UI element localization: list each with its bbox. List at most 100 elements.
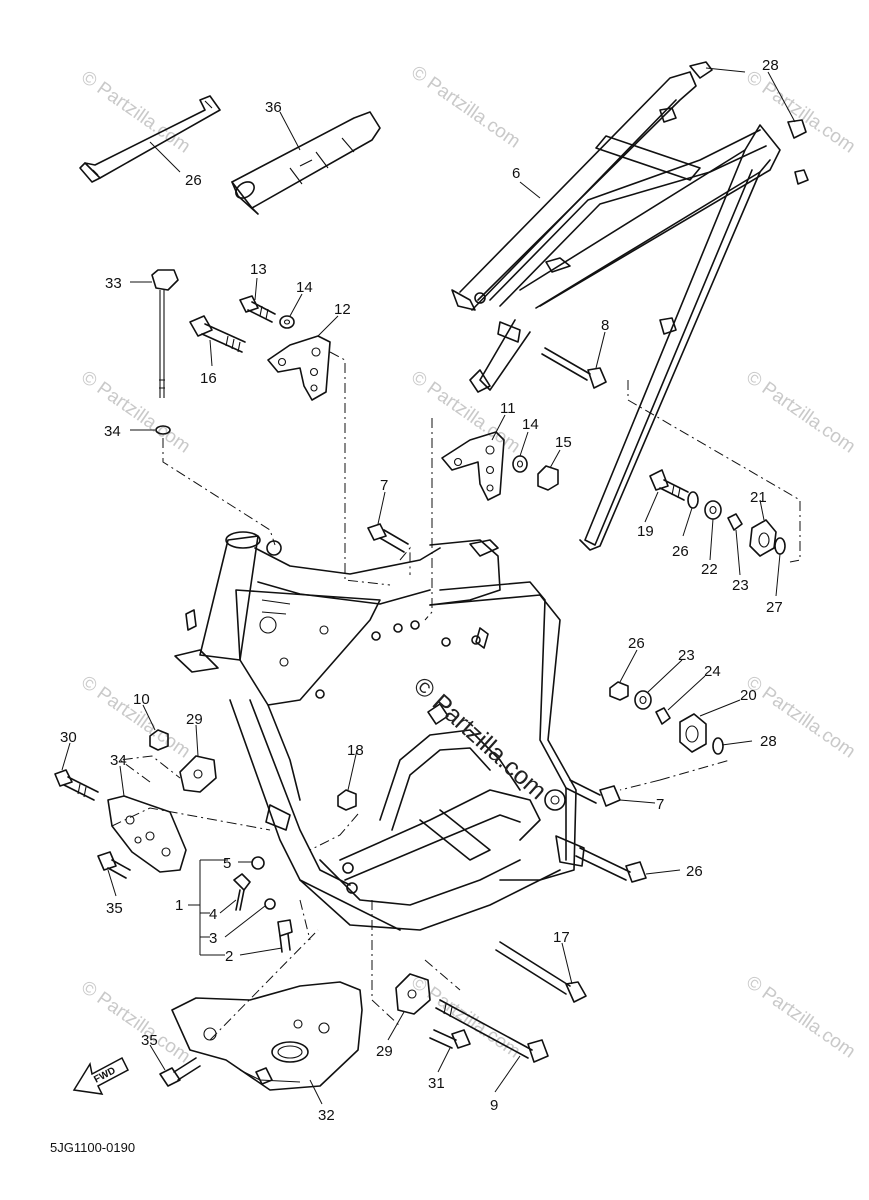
callout-35: 26 <box>185 172 202 189</box>
callout-26: 26 <box>672 543 689 560</box>
part-21-damper <box>749 519 777 557</box>
part-12-engine-bracket <box>267 335 331 401</box>
callout-27: 28 <box>762 57 779 74</box>
callout-3: 3 <box>209 930 217 947</box>
part-5-washer <box>251 856 265 870</box>
callout-29: 31 <box>428 1075 445 1092</box>
callout-18: 18 <box>347 742 364 759</box>
callout-1: 1 <box>175 897 183 914</box>
part-14-washer-a <box>279 315 295 329</box>
part-35-wrench <box>79 95 221 183</box>
part-19-bolt <box>649 469 689 501</box>
fwd-arrow-icon: FWD <box>72 1056 129 1095</box>
part-1-main-frame <box>174 531 585 931</box>
part-36-socket-tool <box>231 111 381 215</box>
part-26-washer-b <box>774 537 786 555</box>
part-10-nut <box>149 729 169 751</box>
part-20-damper <box>679 713 707 753</box>
callout-9: 9 <box>490 1097 498 1114</box>
part-13-bolt <box>239 295 276 323</box>
watermark: © Partzilla.com <box>77 977 194 1068</box>
callout-32: 34 <box>104 423 121 440</box>
part-31-dipstick <box>151 269 179 398</box>
part-4-bolt <box>233 873 251 911</box>
callout-2: 2 <box>225 948 233 965</box>
callout-24: 26 <box>686 863 703 880</box>
callout-12: 12 <box>334 301 351 318</box>
part-15-nut <box>537 465 559 491</box>
callout-34: 35 <box>141 1032 158 1049</box>
callout-7: 7 <box>380 477 388 494</box>
callout-21: 21 <box>750 489 767 506</box>
callout-19: 19 <box>637 523 654 540</box>
watermark: © Partzilla.com <box>407 972 524 1063</box>
part-6-subframe <box>451 61 809 551</box>
callout-15: 15 <box>555 434 572 451</box>
callout-31: 33 <box>105 275 122 292</box>
callout-23: 24 <box>704 663 721 680</box>
part-26-washer-c <box>712 737 724 755</box>
callout-36: 36 <box>265 99 282 116</box>
part-2-bolt <box>277 919 293 953</box>
part-22-collar-b <box>634 690 652 710</box>
diagram-code: 5JG1100-0190 <box>50 1140 135 1155</box>
part-17-bolt <box>495 941 587 1003</box>
part-27-cap-a <box>689 61 713 79</box>
part-23-collar-b <box>655 707 671 725</box>
part-14-washer-b <box>512 455 528 473</box>
watermark: © Partzilla.com <box>407 62 524 153</box>
part-28-bracket-b <box>395 973 431 1015</box>
callout-14: 14 <box>522 416 539 433</box>
callout-33: 34 <box>110 752 127 769</box>
part-23-collar-a <box>727 513 743 531</box>
callout-17: 17 <box>553 929 570 946</box>
part-7-bolt-a <box>367 523 409 553</box>
part-9-bolt <box>435 999 549 1063</box>
watermark: © Partzilla.com <box>77 672 194 763</box>
watermark: © Partzilla.com <box>742 67 859 158</box>
part-25-nut <box>609 681 629 701</box>
callout-28: 29 <box>186 711 203 728</box>
callout-5: 5 <box>223 855 231 872</box>
part-18-nut <box>337 789 357 811</box>
callout-34: 35 <box>106 900 123 917</box>
callout-10: 10 <box>133 691 150 708</box>
callout-30: 32 <box>318 1107 335 1124</box>
callout-23: 23 <box>732 577 749 594</box>
part-34-bolt-a <box>97 851 131 879</box>
callouts: 26 36 33 34 13 14 12 16 11 14 15 8 6 28 … <box>60 57 783 1124</box>
callout-29: 30 <box>60 729 77 746</box>
callout-7: 7 <box>656 796 664 813</box>
callout-11: 11 <box>500 400 516 417</box>
part-29-bolt-b <box>429 1029 471 1049</box>
part-24-bolt <box>575 847 647 883</box>
callout-6: 6 <box>512 165 520 182</box>
part-30-skid-plate <box>171 981 363 1091</box>
part-11-engine-bracket <box>441 431 505 501</box>
leader-lines <box>61 67 796 1105</box>
callout-16: 16 <box>200 370 217 387</box>
callout-28: 29 <box>376 1043 393 1060</box>
part-34-bolt-b <box>159 1057 201 1087</box>
part-8-bolt <box>541 347 607 389</box>
callout-20: 20 <box>740 687 757 704</box>
callout-26: 27 <box>766 599 783 616</box>
watermark: © Partzilla.com <box>742 972 859 1063</box>
part-7-bolt-b <box>565 779 621 807</box>
callout-14: 14 <box>296 279 313 296</box>
part-16-bolt <box>189 315 246 353</box>
part-22-collar-a <box>704 500 722 520</box>
part-32-washer <box>155 425 171 435</box>
callout-4: 4 <box>209 906 217 923</box>
part-27-cap-b <box>787 119 807 139</box>
center-watermark: © Partzilla.com <box>408 672 552 806</box>
callout-22: 22 <box>701 561 718 578</box>
watermark: © Partzilla.com <box>742 367 859 458</box>
watermark: © Partzilla.com <box>77 367 194 458</box>
callout-26: 28 <box>760 733 777 750</box>
callout-8: 8 <box>601 317 609 334</box>
part-29-bolt-a <box>54 769 99 801</box>
callout-13: 13 <box>250 261 267 278</box>
callout-22: 23 <box>678 647 695 664</box>
